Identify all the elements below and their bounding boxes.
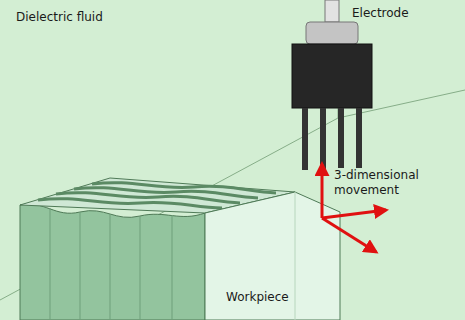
electrode-tool [292, 0, 372, 170]
fluid-label: Dielectric fluid [16, 10, 166, 25]
movement-label: 3-dimensional movement [334, 168, 434, 198]
label-text: Electrode [352, 6, 409, 20]
part-label: Electrode [352, 6, 452, 21]
label-text: 3-dimensional movement [334, 168, 419, 197]
label-text: Dielectric fluid [16, 10, 103, 24]
label-text: Workpiece [226, 290, 289, 304]
part-label: Workpiece [226, 290, 306, 305]
workpiece-block [20, 178, 340, 320]
